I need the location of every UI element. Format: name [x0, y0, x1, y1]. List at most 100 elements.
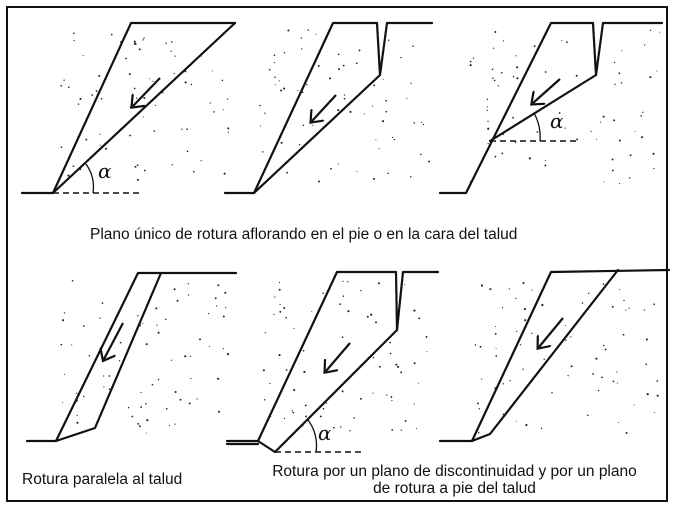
- texture-dot: [387, 172, 389, 175]
- texture-dot: [576, 138, 579, 141]
- texture-dot: [343, 94, 346, 96]
- texture-dot: [339, 303, 342, 305]
- texture-dot: [385, 99, 387, 102]
- texture-dot: [389, 341, 392, 344]
- texture-dot: [188, 402, 191, 405]
- texture-dot: [564, 324, 566, 327]
- sliding-arrow: [326, 342, 351, 371]
- texture-dot: [278, 288, 281, 291]
- texture-dot: [342, 295, 345, 297]
- texture-dot: [393, 139, 395, 141]
- texture-dot: [165, 42, 167, 45]
- texture-dot: [613, 119, 616, 122]
- texture-dot: [149, 78, 151, 80]
- texture-dot: [360, 289, 362, 292]
- texture-dot: [337, 53, 340, 56]
- texture-dot: [318, 180, 320, 183]
- texture-dot: [389, 352, 392, 355]
- texture-dot: [283, 307, 286, 309]
- texture-dot: [274, 62, 276, 64]
- texture-dot: [214, 297, 217, 300]
- texture-dot: [62, 402, 64, 404]
- texture-dot: [67, 174, 70, 177]
- texture-dot: [581, 82, 584, 85]
- texture-dot: [645, 338, 648, 341]
- texture-dot: [143, 97, 146, 99]
- texture-dot: [604, 348, 607, 351]
- texture-dot: [217, 377, 220, 380]
- texture-dot: [79, 168, 82, 171]
- texture-dot: [279, 281, 281, 284]
- texture-dot: [140, 406, 143, 408]
- panel-planar-toe: α: [20, 21, 237, 195]
- texture-dot: [611, 305, 614, 308]
- texture-dot: [264, 332, 266, 334]
- texture-dot: [603, 181, 605, 183]
- texture-dot: [544, 164, 547, 167]
- texture-dot: [343, 97, 346, 100]
- panel-tension-crack: [223, 21, 434, 195]
- texture-dot: [641, 136, 644, 139]
- texture-dot: [103, 386, 105, 388]
- texture-dot: [426, 351, 428, 353]
- texture-dot: [566, 41, 568, 44]
- texture-dot: [570, 365, 573, 368]
- texture-dot: [634, 130, 636, 132]
- texture-dot: [187, 283, 190, 285]
- texture-dot: [645, 363, 648, 366]
- texture-dot: [391, 429, 394, 431]
- texture-dot: [477, 402, 479, 405]
- texture-dot: [618, 139, 621, 142]
- texture-dot: [501, 306, 504, 309]
- texture-dot: [413, 122, 416, 124]
- texture-dot: [154, 104, 156, 107]
- texture-dot: [642, 111, 644, 113]
- texture-dot: [138, 425, 141, 428]
- texture-dot: [487, 120, 489, 123]
- texture-dot: [385, 110, 388, 113]
- texture-dot: [63, 312, 66, 314]
- texture-dot: [633, 404, 635, 406]
- texture-dot: [378, 148, 380, 150]
- texture-dot: [404, 284, 406, 286]
- texture-dot: [283, 87, 286, 90]
- texture-dot: [196, 398, 198, 400]
- texture-dot: [133, 87, 136, 90]
- texture-dot: [551, 391, 553, 394]
- texture-dot: [340, 426, 342, 428]
- texture-dot: [99, 133, 101, 135]
- texture-dot: [316, 115, 318, 118]
- texture-dot: [118, 360, 121, 362]
- texture-dot: [494, 325, 497, 328]
- texture-dot: [592, 373, 594, 375]
- texture-dot: [363, 113, 365, 115]
- texture-dot: [268, 69, 271, 71]
- texture-dot: [481, 378, 483, 380]
- texture-dot: [73, 39, 75, 42]
- texture-dot: [174, 55, 176, 57]
- texture-dot: [60, 343, 63, 346]
- texture-dot: [217, 284, 220, 287]
- texture-dot: [618, 421, 620, 424]
- texture-dot: [622, 333, 625, 336]
- texture-dot: [618, 288, 620, 291]
- texture-dot: [656, 394, 659, 397]
- texture-dot: [646, 393, 649, 396]
- texture-dot: [469, 60, 472, 63]
- texture-dot: [165, 407, 168, 410]
- texture-dot: [209, 102, 211, 104]
- texture-dot: [508, 288, 510, 290]
- texture-dot: [349, 430, 351, 432]
- texture-dot: [656, 70, 658, 72]
- texture-dot: [512, 116, 514, 119]
- texture-dot: [168, 425, 170, 427]
- texture-dot: [412, 45, 414, 48]
- texture-dot: [420, 121, 422, 123]
- texture-dot: [523, 308, 526, 311]
- texture-dot: [142, 116, 144, 118]
- texture-dot: [75, 399, 78, 402]
- texture-dot: [317, 64, 320, 67]
- texture-dot: [171, 41, 173, 43]
- texture-dot: [372, 177, 376, 180]
- texture-dot: [305, 415, 308, 418]
